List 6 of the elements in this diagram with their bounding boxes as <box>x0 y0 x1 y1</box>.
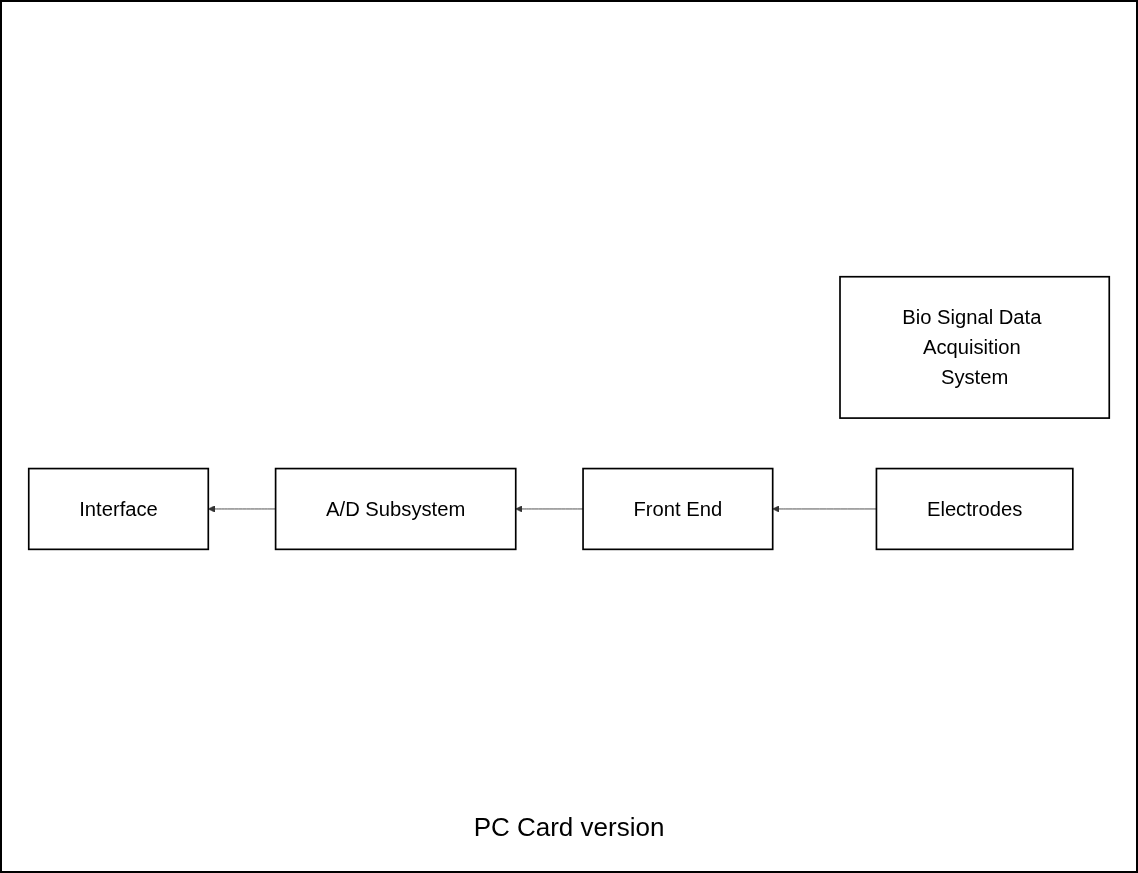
node-box: Electrodes <box>875 467 1074 551</box>
note-text: PC Card version <box>473 812 665 843</box>
node-box: Front End <box>582 467 774 551</box>
node-box: Bio Signal Data Acquisition System <box>839 275 1111 419</box>
node-box: A/D Subsystem <box>274 467 517 551</box>
node-box: Interface <box>27 467 210 551</box>
